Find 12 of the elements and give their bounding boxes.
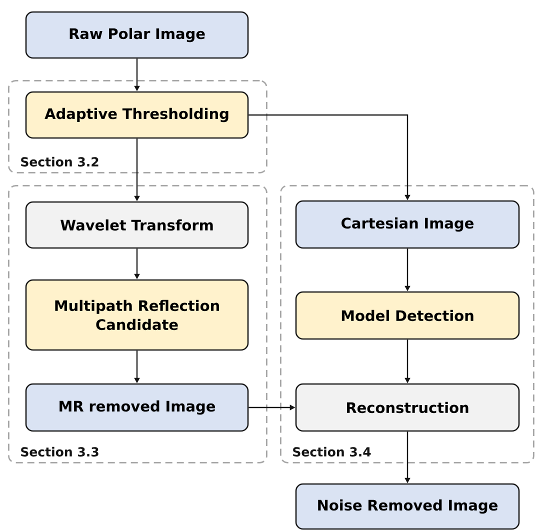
process-box: Cartesian Image bbox=[295, 200, 520, 249]
process-box: Adaptive Thresholding bbox=[25, 91, 249, 139]
process-box: Raw Polar Image bbox=[25, 11, 249, 59]
process-box: Reconstruction bbox=[295, 383, 520, 432]
process-box: Multipath Reflection Candidate bbox=[25, 279, 249, 351]
process-box: MR removed Image bbox=[25, 383, 249, 432]
section-label: Section 3.3 bbox=[21, 446, 98, 457]
process-box: Noise Removed Image bbox=[295, 483, 520, 530]
process-box: Model Detection bbox=[295, 291, 520, 340]
section-label: Section 3.2 bbox=[21, 156, 98, 167]
section-label: Section 3.4 bbox=[293, 446, 371, 457]
process-box: Wavelet Transform bbox=[25, 201, 249, 249]
